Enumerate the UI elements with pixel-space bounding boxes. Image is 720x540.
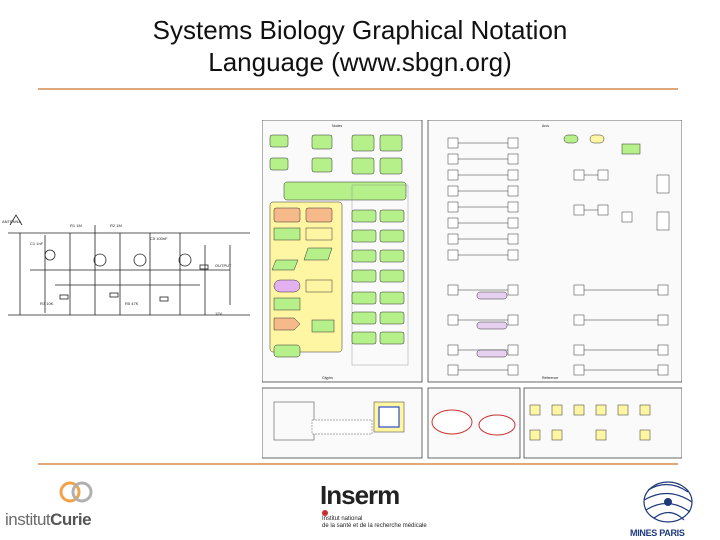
svg-text:C1 1nF: C1 1nF	[30, 241, 44, 246]
institut-curie-wordmark: institutCurie	[5, 510, 92, 530]
svg-text:R2 1M: R2 1M	[110, 223, 122, 228]
title-line-2: Language (www.sbgn.org)	[208, 47, 512, 77]
curie-prefix: institut	[5, 510, 51, 529]
mines-paris-wordmark: MINES PARIS	[630, 528, 685, 538]
svg-text:Nodes: Nodes	[332, 124, 342, 128]
sbgn-reference-card-image: Nodes Arcs Glyphs Reference	[262, 120, 682, 459]
svg-text:12V: 12V	[215, 311, 222, 316]
institut-curie-logo	[59, 481, 93, 503]
inserm-dot	[322, 510, 328, 516]
inserm-subtitle-2: de la santé et de la recherche médicale	[322, 523, 427, 529]
mines-paris-logo	[643, 481, 693, 523]
svg-text:Reference: Reference	[542, 376, 558, 380]
inserm-wordmark: Inserm	[320, 480, 400, 510]
title-line-1: Systems Biology Graphical Notation	[152, 15, 568, 45]
svg-text:Arcs: Arcs	[542, 124, 549, 128]
svg-text:OUTPUT: OUTPUT	[215, 263, 232, 268]
svg-text:ANTENNA: ANTENNA	[2, 219, 21, 224]
slide-title: Systems Biology Graphical Notation Langu…	[0, 14, 720, 78]
top-divider	[38, 88, 678, 90]
circuit-diagram-image: ANTENNA C1 1nF R1 1M R2 1M C5 100nF OUTP…	[2, 214, 250, 316]
svg-text:R1 1M: R1 1M	[70, 223, 82, 228]
bottom-divider	[38, 463, 678, 465]
svg-text:Glyphs: Glyphs	[322, 376, 333, 380]
inserm-subtitle-1: Institut national	[322, 516, 363, 522]
svg-text:R5 47K: R5 47K	[125, 301, 139, 306]
svg-text:R3 10K: R3 10K	[40, 301, 54, 306]
svg-text:C5 100nF: C5 100nF	[150, 236, 168, 241]
curie-name: Curie	[50, 510, 92, 529]
